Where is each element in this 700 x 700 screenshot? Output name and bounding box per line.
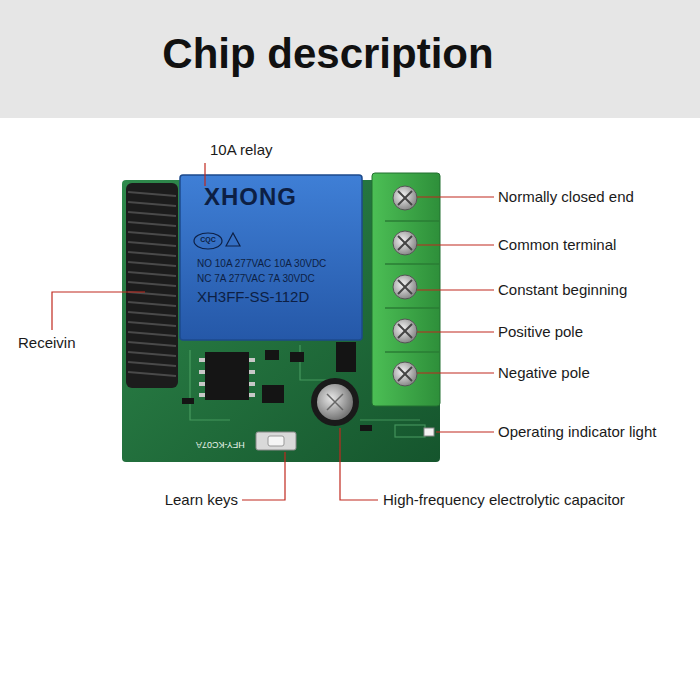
part-label: High-frequency electrolytic capacitor bbox=[383, 491, 625, 508]
relay-rating: NC 7A 277VAC 7A 30VDC bbox=[197, 273, 315, 285]
electrolytic-capacitor bbox=[311, 378, 359, 426]
terminal-label: Constant beginning bbox=[498, 281, 627, 298]
terminal-label: Common terminal bbox=[498, 236, 616, 253]
relay-body bbox=[180, 175, 362, 340]
terminal-screws bbox=[393, 186, 417, 386]
part-label: 10A relay bbox=[210, 141, 273, 158]
terminal-label: Positive pole bbox=[498, 323, 583, 340]
terminal-label: Negative pole bbox=[498, 364, 590, 381]
relay-mark: CQC bbox=[200, 236, 216, 244]
leader-lines bbox=[52, 163, 494, 500]
part-label: Receivin bbox=[18, 334, 76, 351]
board-silkscreen: HFY-KC07A bbox=[196, 440, 245, 450]
learn-key bbox=[256, 432, 296, 450]
terminal-label: Normally closed end bbox=[498, 188, 634, 205]
part-label: Operating indicator light bbox=[498, 423, 656, 440]
relay-model: XH3FF-SS-112D bbox=[197, 288, 309, 305]
indicator-led bbox=[424, 428, 434, 436]
relay-rating: NO 10A 277VAC 10A 30VDC bbox=[197, 258, 326, 270]
smd-parts bbox=[182, 342, 372, 431]
antenna-coil bbox=[126, 183, 178, 388]
ic-chip bbox=[199, 352, 255, 400]
part-label: Learn keys bbox=[165, 491, 238, 508]
title: Chip description bbox=[162, 30, 493, 78]
relay-brand: XHONG bbox=[204, 183, 297, 211]
